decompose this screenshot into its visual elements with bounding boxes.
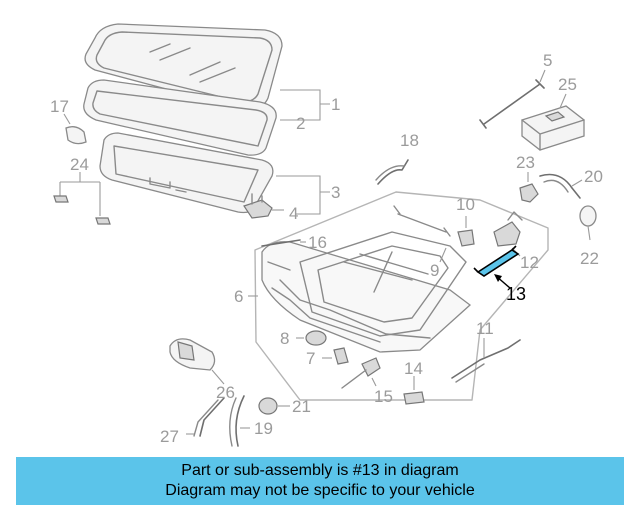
callout-15: 15	[374, 387, 393, 406]
callout-23: 23	[516, 153, 535, 172]
part-23-clip[interactable]	[519, 172, 539, 203]
leader-9	[439, 247, 447, 263]
part-26-motor[interactable]	[169, 338, 225, 385]
callout-4: 4	[289, 204, 298, 223]
callout-13-highlighted: 13	[506, 284, 526, 304]
callout-11: 11	[476, 319, 494, 338]
callout-20: 20	[584, 167, 603, 186]
part-11-cable[interactable]	[451, 338, 521, 383]
callout-16: 16	[308, 233, 327, 252]
part-5-rod[interactable]	[479, 69, 546, 129]
callout-5: 5	[543, 51, 552, 70]
part-27-hose[interactable]	[186, 397, 225, 437]
part-15-clamp[interactable]	[341, 357, 381, 389]
part-25-module[interactable]	[521, 93, 585, 151]
part-18-hose[interactable]	[375, 159, 409, 185]
leader-3-4	[276, 175, 330, 215]
callout-6: 6	[234, 287, 243, 306]
part-20-hose[interactable]	[539, 173, 583, 199]
banner-line-2: Diagram may not be specific to your vehi…	[165, 482, 475, 499]
part-21-grommet[interactable]	[258, 397, 290, 415]
part-19-hose[interactable]	[229, 395, 250, 447]
callout-2: 2	[296, 114, 305, 133]
part-13-highlighted[interactable]	[473, 245, 520, 289]
callout-12: 12	[520, 253, 539, 272]
callout-27: 27	[160, 427, 179, 446]
callout-9: 9	[430, 261, 439, 280]
callout-7: 7	[306, 349, 315, 368]
part-6-housing-frame[interactable]	[254, 191, 549, 401]
info-banner: Part or sub-assembly is #13 in diagram D…	[16, 457, 624, 505]
callout-10: 10	[456, 195, 475, 214]
part-1-glass-panel[interactable]	[84, 23, 283, 111]
part-14-block[interactable]	[403, 376, 425, 405]
part-3-sunshade-frame[interactable]	[99, 132, 274, 214]
callout-8: 8	[280, 329, 289, 348]
callout-17: 17	[50, 97, 69, 116]
callout-26: 26	[216, 383, 235, 402]
leader-1-2	[280, 89, 330, 121]
callout-25: 25	[558, 75, 577, 94]
sunroof-parts-diagram: 1 2 3 4 5 6 7 8 9 10 11 12 13 14 15 16 1…	[50, 23, 603, 447]
callout-22: 22	[580, 249, 599, 268]
part-8-washer[interactable]	[296, 330, 327, 346]
part-7-pin[interactable]	[322, 347, 349, 365]
part-2-glass-frame[interactable]	[83, 79, 277, 156]
callout-24: 24	[70, 155, 89, 174]
part-24-clips[interactable]	[53, 172, 111, 225]
part-10-bracket[interactable]	[457, 216, 475, 247]
callout-18: 18	[400, 131, 419, 150]
callout-21: 21	[292, 397, 311, 416]
part-16-rail[interactable]	[261, 239, 306, 247]
part-4-clip[interactable]	[243, 193, 284, 219]
part-12-bracket[interactable]	[493, 211, 523, 257]
callout-14: 14	[404, 359, 423, 378]
callout-1: 1	[331, 95, 340, 114]
callout-3: 3	[331, 183, 340, 202]
banner-line-1: Part or sub-assembly is #13 in diagram	[181, 462, 459, 479]
part-22-grommet[interactable]	[579, 205, 597, 241]
part-17-pad[interactable]	[63, 113, 87, 145]
callout-19: 19	[254, 419, 273, 438]
